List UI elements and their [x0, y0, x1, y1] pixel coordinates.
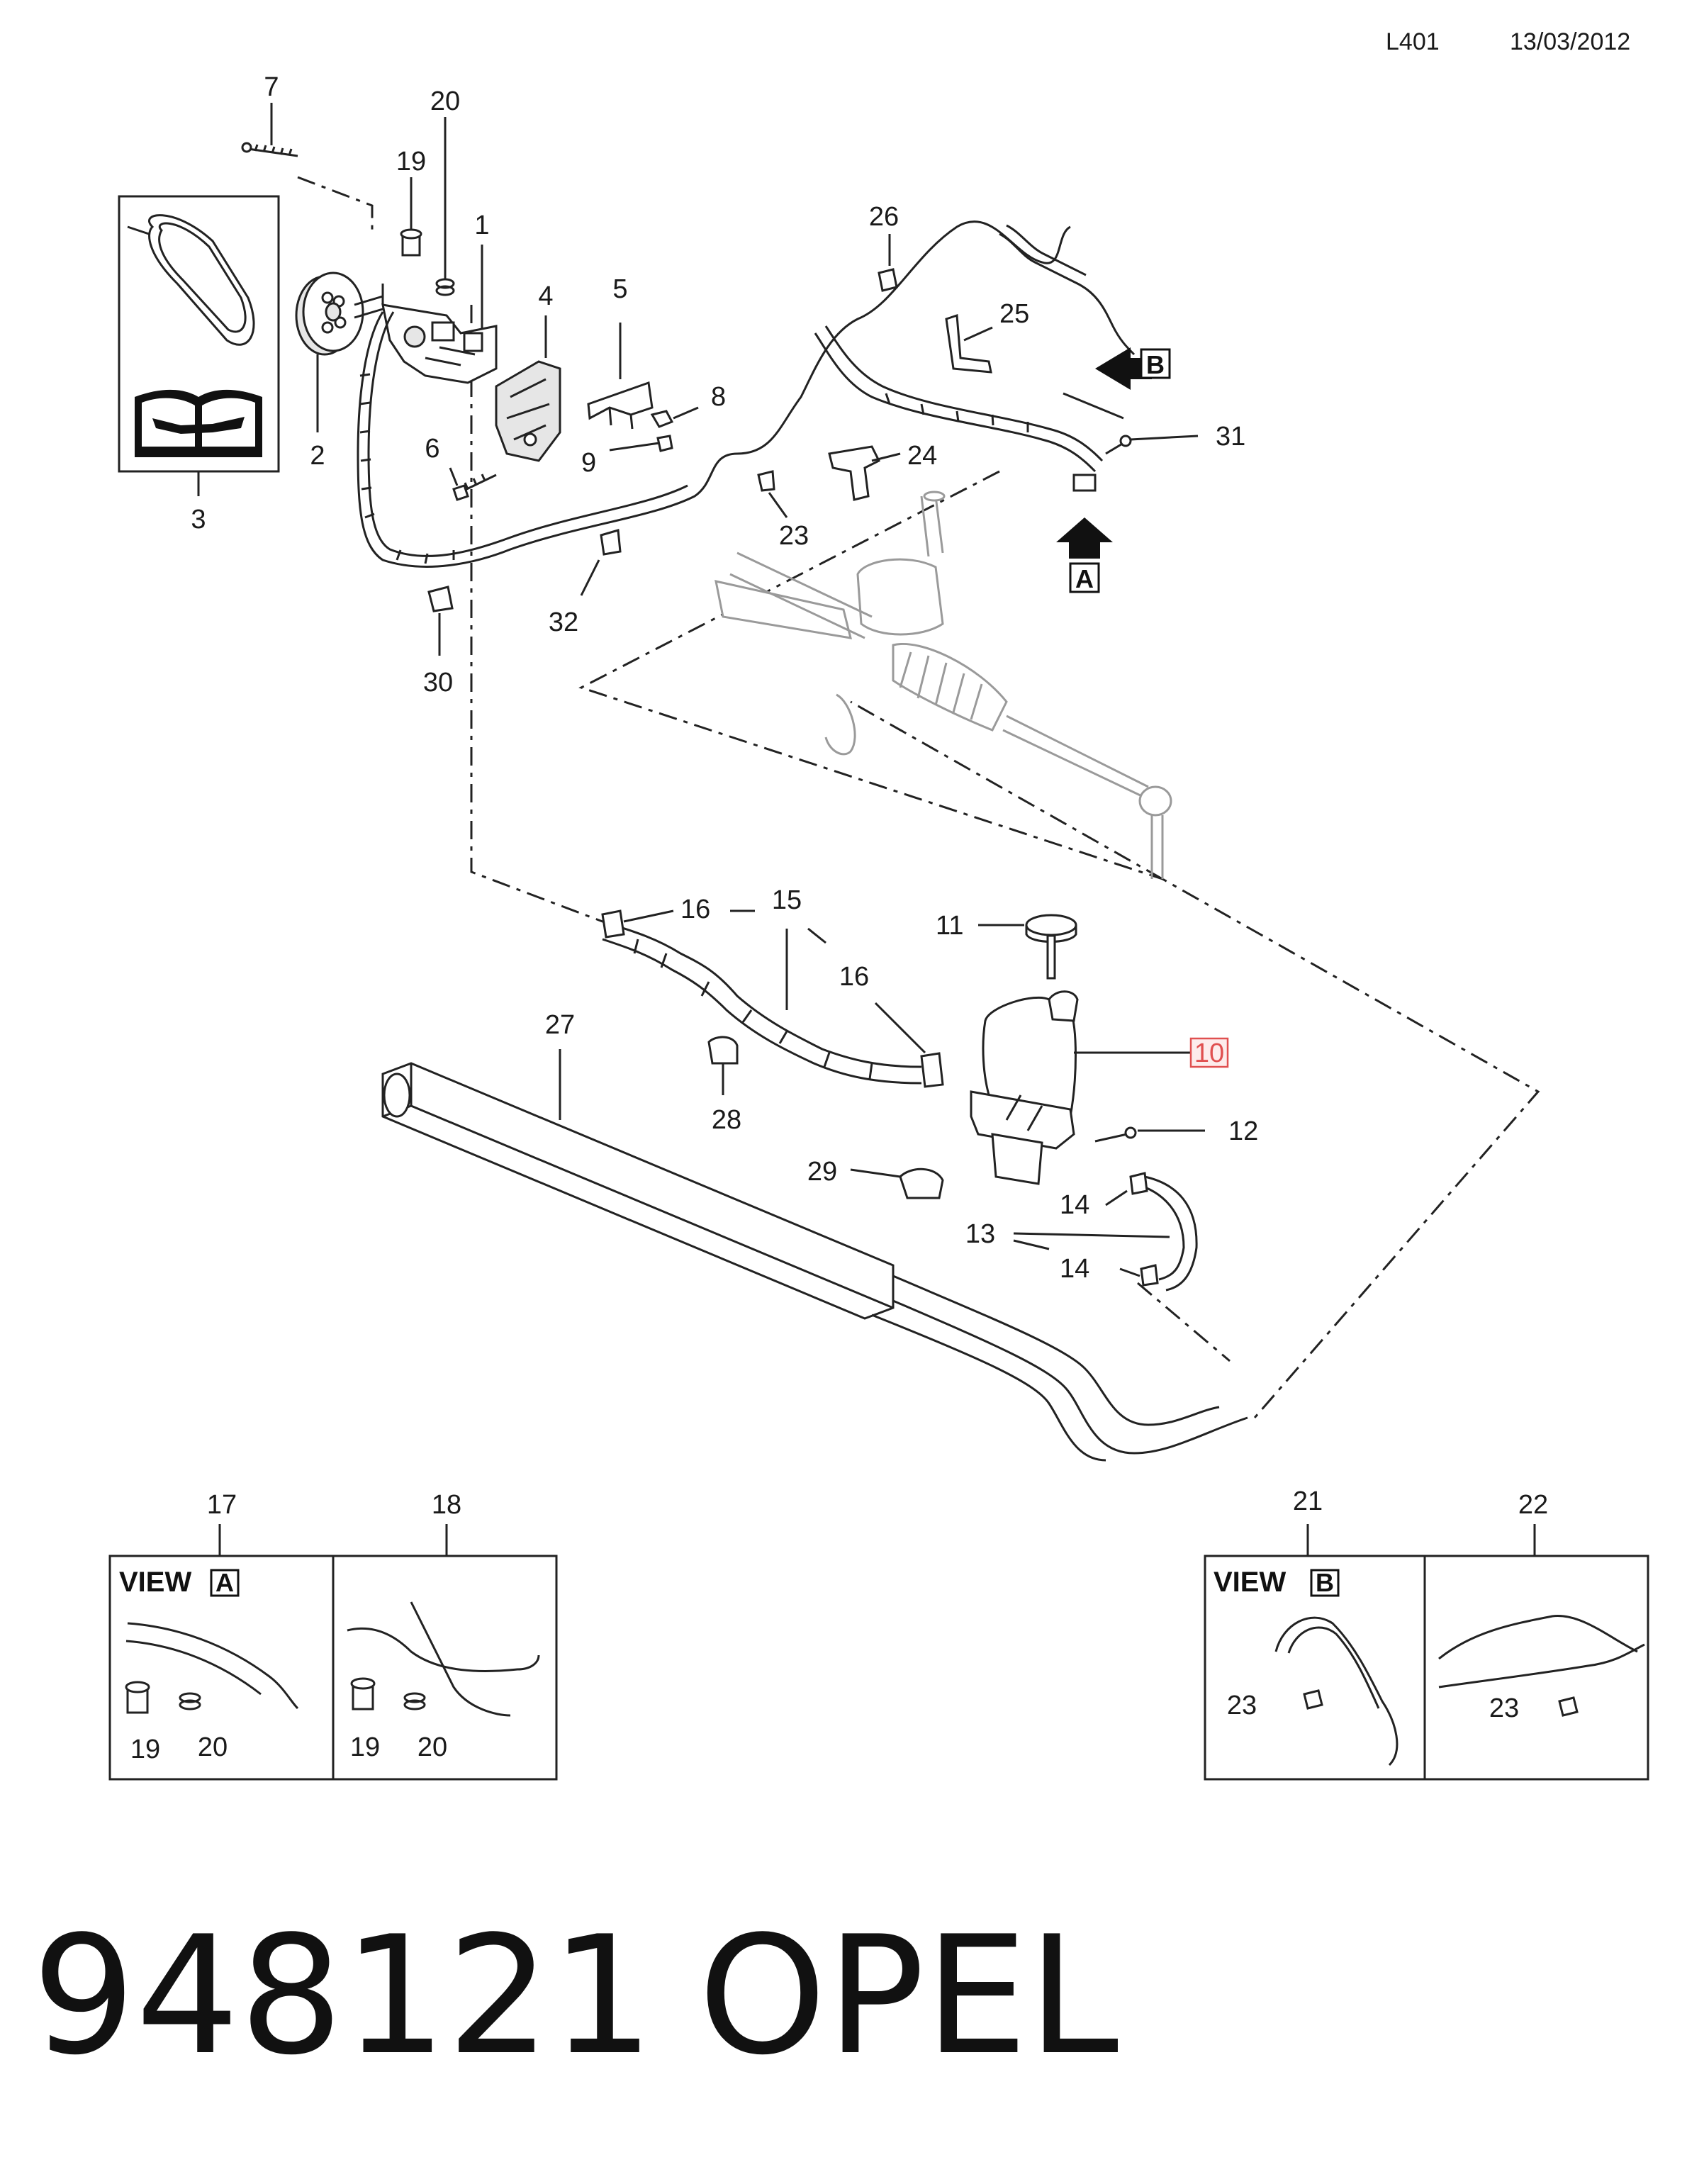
view-a-box: VIEW A [108, 1524, 558, 1781]
view-a-title: VIEW [119, 1567, 191, 1598]
callout-7[interactable]: 7 [264, 72, 279, 102]
callout-18[interactable]: 18 [432, 1490, 461, 1520]
callout-11[interactable]: 11 [936, 911, 963, 941]
steering-rack [714, 491, 1172, 879]
callout-28[interactable]: 28 [712, 1105, 741, 1135]
callout-20[interactable]: 20 [430, 86, 460, 116]
bolt-6[interactable] [452, 474, 497, 501]
hose-15[interactable] [602, 920, 922, 1085]
callout-2[interactable]: 2 [310, 441, 325, 471]
bolt-9[interactable] [609, 435, 673, 452]
callout-3[interactable]: 3 [191, 505, 206, 534]
return-hose[interactable] [814, 325, 1104, 473]
service-kit-box[interactable] [118, 195, 280, 473]
callout-1[interactable]: 1 [474, 211, 489, 240]
view-a-right-20[interactable]: 20 [417, 1732, 447, 1762]
callout-21[interactable]: 21 [1293, 1486, 1323, 1516]
seal-20[interactable] [435, 278, 455, 296]
diagram-code: L401 [1386, 28, 1440, 55]
view-b-title: VIEW [1214, 1567, 1286, 1598]
nut-8[interactable] [650, 410, 674, 428]
bolt-12[interactable] [1094, 1126, 1137, 1143]
view-a-letter: A [1075, 564, 1094, 593]
callout-12[interactable]: 12 [1228, 1116, 1258, 1146]
view-b-right-23[interactable]: 23 [1489, 1693, 1519, 1723]
feed-hose-b[interactable] [999, 224, 1136, 356]
pulley[interactable] [295, 271, 383, 356]
view-b-label-23[interactable]: 23 [1227, 1691, 1257, 1720]
part-number: 948121 [32, 1902, 654, 2091]
oil-cooler[interactable] [381, 1062, 1248, 1462]
bracket-25[interactable] [945, 313, 992, 374]
callout-10-highlight [1189, 1037, 1229, 1068]
view-a-label-19[interactable]: 19 [130, 1735, 160, 1764]
view-b-letter: B [1146, 350, 1165, 379]
callout-27[interactable]: 27 [545, 1010, 575, 1040]
reservoir[interactable] [970, 990, 1079, 1185]
callout-16-upper[interactable]: 16 [680, 895, 710, 924]
plug-19[interactable] [400, 228, 422, 257]
callout-25[interactable]: 25 [999, 299, 1029, 329]
callout-13[interactable]: 13 [965, 1219, 995, 1249]
clamp-14-upper[interactable] [1129, 1172, 1148, 1195]
callout-6[interactable]: 6 [425, 434, 439, 464]
callout-14-lower[interactable]: 14 [1060, 1254, 1089, 1284]
clip-30[interactable] [427, 586, 454, 612]
view-a-label-20[interactable]: 20 [198, 1732, 228, 1762]
view-a-box-letter: A [215, 1568, 234, 1597]
pressure-hose-2[interactable] [357, 220, 1071, 568]
callout-31[interactable]: 31 [1216, 422, 1245, 452]
callout-labels: 7 20 19 1 4 5 8 9 6 2 3 26 25 31 24 23 3… [130, 72, 1548, 1764]
callout-24[interactable]: 24 [907, 441, 937, 471]
power-steering-pump[interactable] [381, 284, 498, 384]
clip-23-upper[interactable] [757, 470, 775, 492]
callout-16-lower[interactable]: 16 [839, 962, 869, 992]
clip-26[interactable] [878, 268, 898, 292]
view-b-arrow: B [1095, 347, 1171, 390]
view-a-arrow: A [1056, 517, 1113, 593]
callout-32[interactable]: 32 [549, 607, 578, 637]
clamp-16-upper[interactable] [601, 909, 625, 939]
bracket-24[interactable] [828, 445, 881, 501]
callout-26[interactable]: 26 [869, 202, 899, 232]
callout-17[interactable]: 17 [207, 1490, 237, 1520]
bolt-7[interactable] [241, 142, 298, 157]
view-b-box-letter: B [1316, 1568, 1334, 1597]
callout-29[interactable]: 29 [807, 1157, 837, 1187]
connector-a[interactable] [1072, 474, 1097, 492]
brand-name: OPEL [698, 1902, 1119, 2091]
callout-10[interactable]: 10 [1194, 1038, 1224, 1068]
clamp-29[interactable] [899, 1167, 944, 1199]
clip-32[interactable] [600, 529, 622, 556]
reservoir-cap[interactable] [1025, 914, 1077, 980]
callout-8[interactable]: 8 [711, 382, 726, 412]
callout-14-upper[interactable]: 14 [1060, 1190, 1089, 1220]
callout-5[interactable]: 5 [612, 274, 627, 304]
callout-15[interactable]: 15 [772, 885, 802, 915]
callout-22[interactable]: 22 [1518, 1490, 1548, 1520]
clamp-16-lower[interactable] [920, 1052, 944, 1088]
hose-13[interactable] [1133, 1175, 1198, 1292]
callout-23[interactable]: 23 [779, 521, 809, 551]
callout-4[interactable]: 4 [538, 281, 553, 311]
clamp-14-lower[interactable] [1140, 1264, 1159, 1287]
callout-19[interactable]: 19 [396, 147, 426, 177]
callout-9[interactable]: 9 [581, 448, 596, 478]
bolt-31[interactable] [1105, 435, 1132, 455]
view-a-right-19[interactable]: 19 [350, 1732, 380, 1762]
view-b-box: VIEW B [1204, 1524, 1649, 1781]
bracket-5[interactable] [587, 381, 654, 430]
diagram-date: 13/03/2012 [1510, 28, 1630, 55]
pump-bracket[interactable] [495, 360, 561, 462]
callout-30[interactable]: 30 [423, 668, 453, 698]
clip-28[interactable] [707, 1036, 739, 1065]
